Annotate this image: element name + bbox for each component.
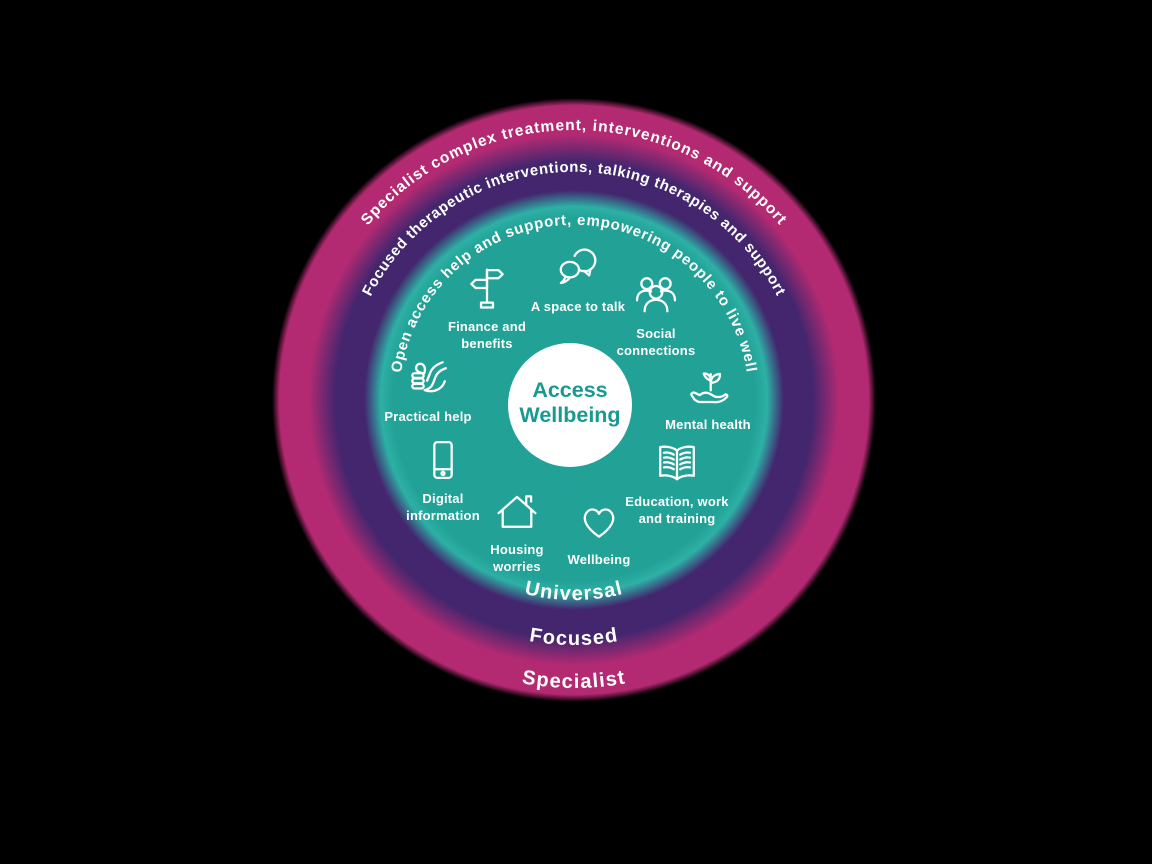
service-label: A space to talk bbox=[530, 299, 626, 314]
service-label: Wellbeing bbox=[567, 552, 631, 567]
focused-band-label: Focused bbox=[528, 624, 620, 650]
open-book-icon bbox=[659, 445, 695, 481]
center-label: Access Wellbeing bbox=[488, 378, 652, 428]
signpost-icon bbox=[470, 268, 504, 309]
service-education-work-training: Education, work and training bbox=[611, 437, 743, 527]
plant-in-hand-icon bbox=[690, 372, 729, 404]
service-label: Practical help bbox=[384, 409, 472, 424]
service-label: Housing worries bbox=[490, 542, 544, 574]
smartphone-icon bbox=[433, 440, 453, 480]
service-label: Mental health bbox=[665, 417, 751, 432]
service-housing-worries: Housing worries bbox=[451, 485, 583, 575]
speech-bubbles-icon bbox=[559, 248, 597, 285]
service-label: Finance and benefits bbox=[447, 319, 527, 351]
service-finance-benefits: Finance and benefits bbox=[421, 262, 553, 352]
heart-icon bbox=[583, 508, 615, 538]
service-practical-help: Practical help bbox=[362, 352, 494, 425]
center-label-line1: Access bbox=[532, 378, 608, 402]
service-digital-information: Digital information bbox=[377, 434, 509, 524]
house-icon bbox=[497, 495, 537, 528]
people-group-icon bbox=[635, 277, 677, 313]
service-wellbeing: Wellbeing bbox=[533, 495, 665, 568]
service-social-connections: Social connections bbox=[590, 269, 722, 359]
service-mental-health: Mental health bbox=[642, 360, 774, 433]
service-space-to-talk: A space to talk bbox=[512, 242, 644, 315]
helping-hand-icon bbox=[411, 361, 448, 393]
service-label: Social connections bbox=[616, 326, 696, 358]
service-label: Education, work and training bbox=[625, 494, 729, 526]
center-label-line2: Wellbeing bbox=[519, 403, 621, 427]
service-label: Digital information bbox=[406, 491, 480, 523]
center-circle bbox=[508, 343, 632, 467]
